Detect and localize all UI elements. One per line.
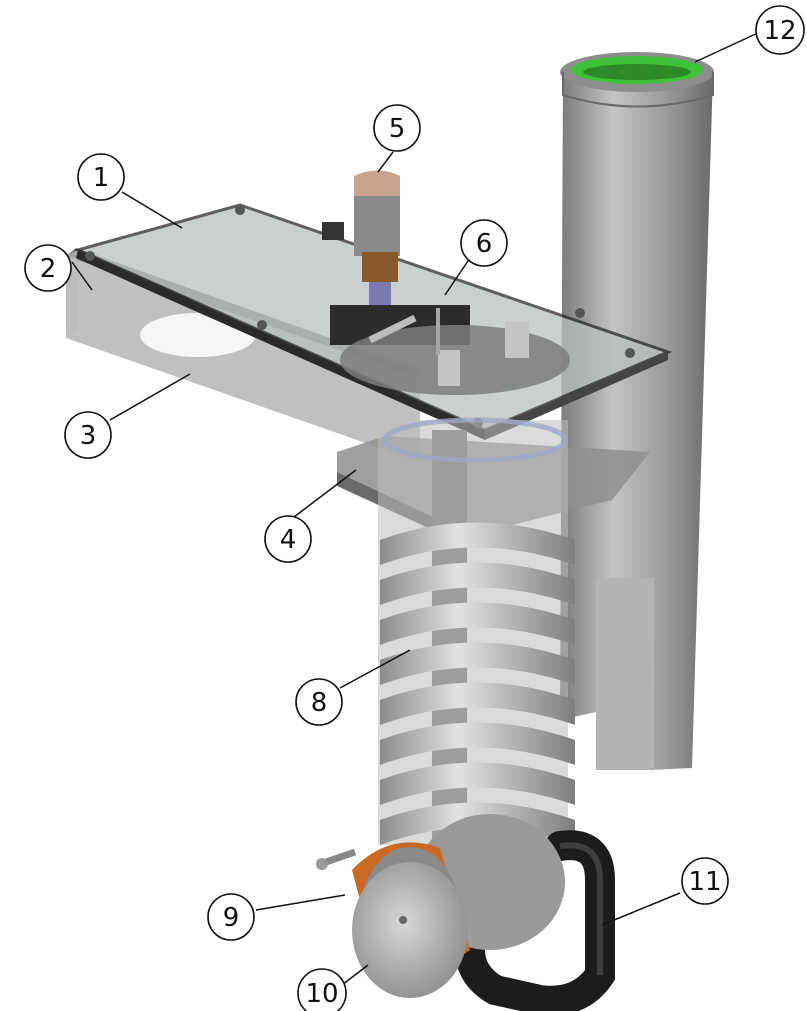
pump-housing <box>316 814 565 998</box>
callout-4: 4 <box>264 515 312 563</box>
callout-2: 2 <box>24 244 72 292</box>
callout-label: 8 <box>311 688 328 718</box>
callout-label: 12 <box>763 16 796 46</box>
callout-9: 9 <box>207 893 255 941</box>
callout-3: 3 <box>64 411 112 459</box>
coil-exchanger <box>378 417 575 845</box>
leader-lines <box>71 31 761 986</box>
callout-5: 5 <box>373 104 421 152</box>
return-hose <box>455 830 615 1011</box>
callout-label: 5 <box>389 114 406 144</box>
callout-label: 6 <box>476 229 493 259</box>
valve-assembly <box>322 170 400 322</box>
callout-11: 11 <box>681 857 729 905</box>
callout-label: 3 <box>80 421 97 451</box>
callout-label: 1 <box>93 163 110 193</box>
callout-10: 10 <box>297 968 347 1011</box>
callout-1: 1 <box>77 153 125 201</box>
callout-label: 11 <box>688 867 721 897</box>
callout-label: 2 <box>40 254 57 284</box>
callout-label: 10 <box>305 979 338 1009</box>
callout-label: 9 <box>223 903 240 933</box>
flange-plate <box>330 305 570 395</box>
exhaust-pipe <box>560 52 714 770</box>
callout-6: 6 <box>460 219 508 267</box>
callout-12: 12 <box>755 5 805 55</box>
callout-8: 8 <box>295 678 343 726</box>
callout-label: 4 <box>280 525 297 555</box>
